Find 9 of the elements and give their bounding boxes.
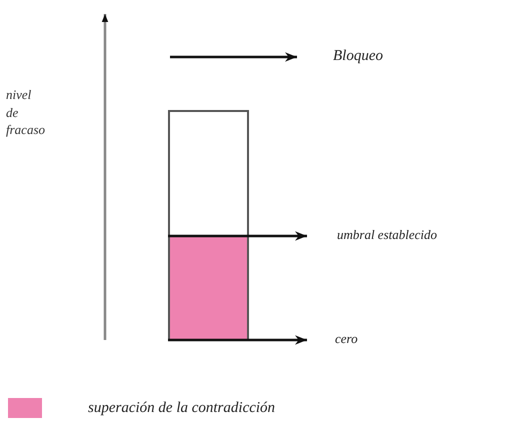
level-label: umbral establecido [307,228,438,244]
level-label: Bloqueo [297,49,383,65]
axis-label: nivel de fracaso [6,86,46,139]
level-bar [168,110,249,341]
level-label: cero [307,332,358,348]
arrow [168,335,307,345]
arrow [168,231,307,241]
legend-label: superación de la contradicción [88,400,276,416]
arrow [170,52,297,62]
